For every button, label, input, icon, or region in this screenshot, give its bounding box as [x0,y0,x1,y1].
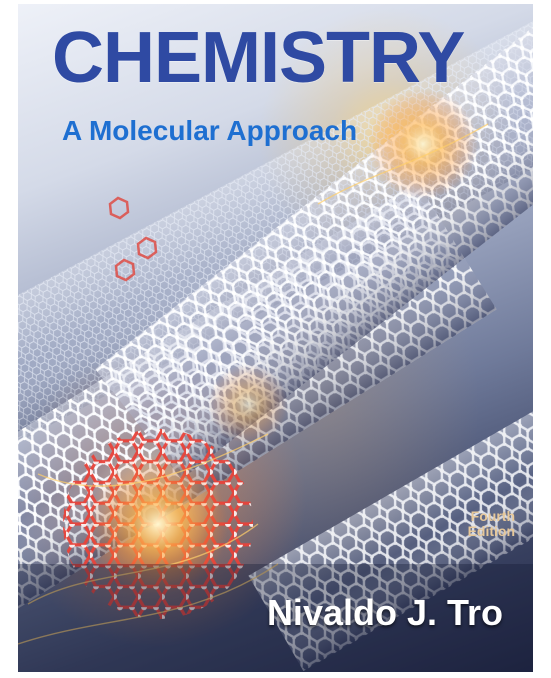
book-subtitle: A Molecular Approach [62,115,358,146]
book-cover: CHEMISTRY A Molecular Approach Fourth Ed… [18,4,533,672]
edition-label: Fourth Edition [468,509,515,539]
author-name: Nivaldo J. Tro [266,592,503,633]
nanotube-illustration [18,4,533,672]
edition-line-2: Edition [467,523,515,539]
book-title: CHEMISTRY [52,18,465,98]
edition-line-1: Fourth [470,508,515,524]
